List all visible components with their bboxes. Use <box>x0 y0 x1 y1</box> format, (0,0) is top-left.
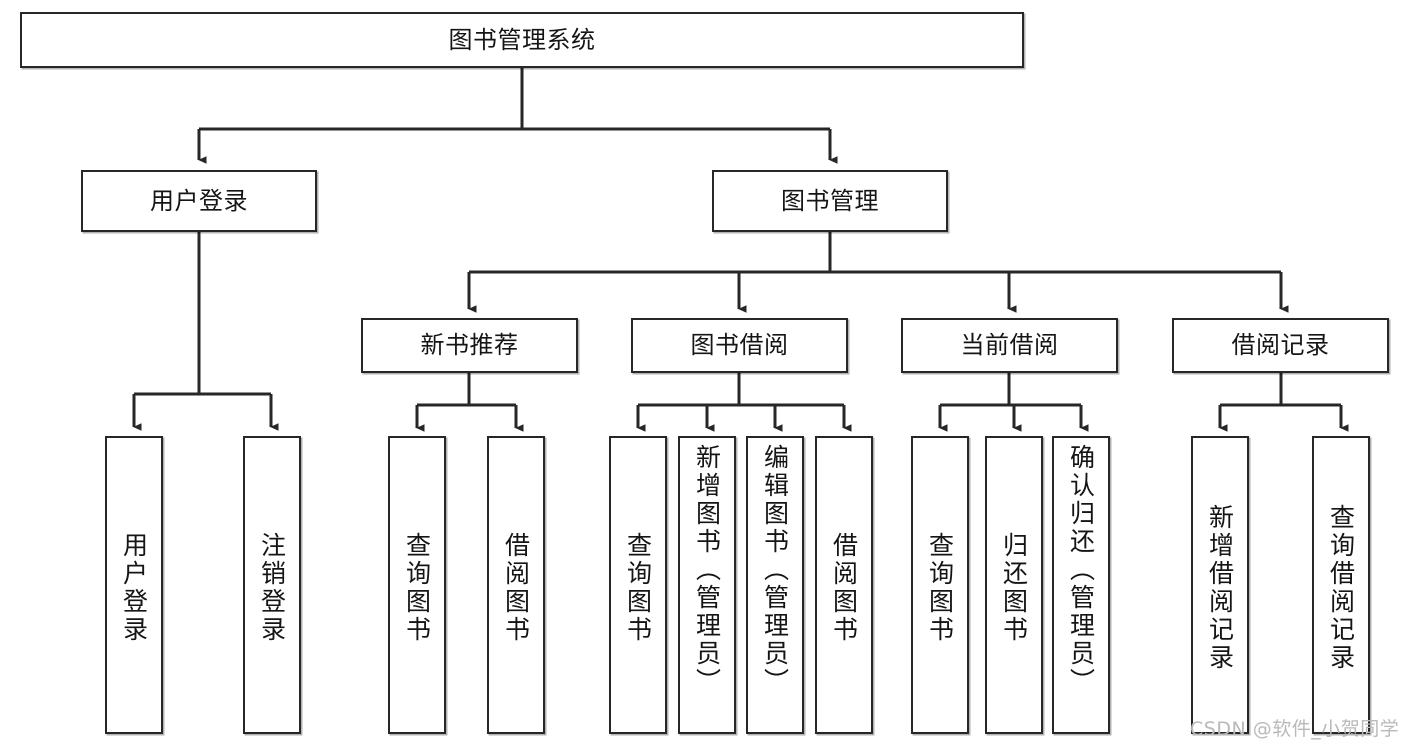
node-book-borrow[interactable]: 图书借阅 <box>631 318 848 373</box>
node-leaf-user-logout-label: 注销登录 <box>257 532 287 644</box>
node-leaf-user-logout[interactable]: 注销登录 <box>243 436 301 734</box>
node-book-manage[interactable]: 图书管理 <box>712 170 948 232</box>
node-leaf-borrow-book-1[interactable]: 借阅图书 <box>487 436 545 734</box>
node-leaf-add-record[interactable]: 新增借阅记录 <box>1191 436 1249 734</box>
node-leaf-query-record[interactable]: 查询借阅记录 <box>1312 436 1370 734</box>
node-leaf-query-book-2-label: 查询图书 <box>623 532 653 644</box>
node-leaf-query-book-3-label: 查询图书 <box>925 532 955 644</box>
node-leaf-query-record-label: 查询借阅记录 <box>1326 504 1356 672</box>
csdn-watermark: CSDN @软件_小贺同学 <box>1190 718 1400 740</box>
node-user-login-label: 用户登录 <box>150 186 248 215</box>
node-borrow-record-label: 借阅记录 <box>1231 331 1330 360</box>
node-leaf-query-book-2[interactable]: 查询图书 <box>609 436 667 734</box>
node-leaf-confirm-return[interactable]: 确认归还（管理员） <box>1052 436 1110 734</box>
node-book-manage-label: 图书管理 <box>781 186 879 215</box>
node-current-borrow[interactable]: 当前借阅 <box>901 318 1118 373</box>
node-new-book-rec[interactable]: 新书推荐 <box>361 318 578 373</box>
node-leaf-add-record-label: 新增借阅记录 <box>1205 504 1235 672</box>
node-user-login[interactable]: 用户登录 <box>81 170 317 232</box>
node-borrow-record[interactable]: 借阅记录 <box>1172 318 1389 373</box>
node-new-book-rec-label: 新书推荐 <box>420 331 519 360</box>
node-leaf-query-book-1-label: 查询图书 <box>402 532 432 644</box>
node-leaf-confirm-return-label: 确认归还（管理员） <box>1066 444 1096 696</box>
node-leaf-return-book[interactable]: 归还图书 <box>985 436 1043 734</box>
node-leaf-borrow-book-2-label: 借阅图书 <box>829 532 859 644</box>
node-leaf-borrow-book-1-label: 借阅图书 <box>501 532 531 644</box>
node-leaf-add-book-label: 新增图书（管理员） <box>692 444 722 696</box>
node-leaf-user-login[interactable]: 用户登录 <box>105 436 163 734</box>
node-leaf-user-login-label: 用户登录 <box>119 532 149 644</box>
node-leaf-edit-book[interactable]: 编辑图书（管理员） <box>746 436 804 734</box>
node-leaf-query-book-3[interactable]: 查询图书 <box>911 436 969 734</box>
node-root[interactable]: 图书管理系统 <box>20 12 1024 68</box>
node-leaf-return-book-label: 归还图书 <box>999 532 1029 644</box>
node-book-borrow-label: 图书借阅 <box>690 331 789 360</box>
node-leaf-borrow-book-2[interactable]: 借阅图书 <box>815 436 873 734</box>
node-root-label: 图书管理系统 <box>448 25 596 54</box>
node-leaf-edit-book-label: 编辑图书（管理员） <box>760 444 790 696</box>
node-leaf-add-book[interactable]: 新增图书（管理员） <box>678 436 736 734</box>
node-leaf-query-book-1[interactable]: 查询图书 <box>388 436 446 734</box>
node-current-borrow-label: 当前借阅 <box>960 331 1059 360</box>
